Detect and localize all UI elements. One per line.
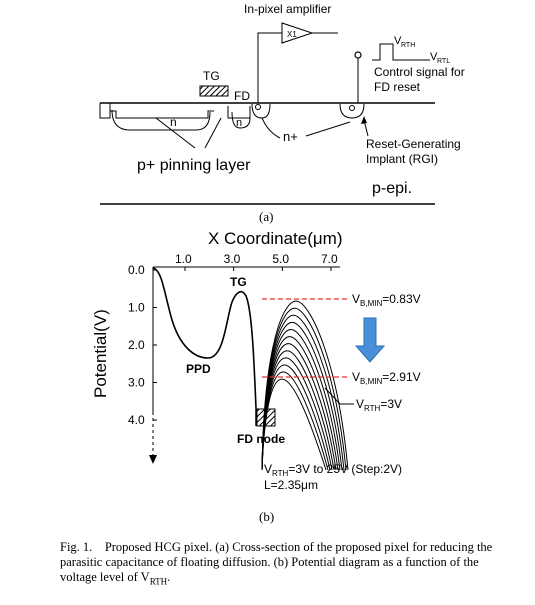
- reset-curve-family: [261, 300, 349, 471]
- y-axis-title: Potential(V): [91, 309, 110, 398]
- x-tick-label: 5.0: [272, 252, 289, 266]
- y-tick-label: 3.0: [128, 376, 145, 390]
- tg-gate: [199, 85, 229, 97]
- potential-diagram: X Coordinate(μm) 1.0 3.0 5.0 7.0 0.0 1.0 2.0 3…: [91, 229, 421, 524]
- pepi-label: p-epi.: [372, 180, 412, 197]
- rgi-implant: [339, 103, 365, 119]
- panel-b-label: (b): [259, 509, 274, 524]
- reset-terminal-icon: [354, 51, 362, 59]
- tg-label-a: TG: [203, 69, 220, 83]
- tg-label-b: TG: [230, 275, 247, 289]
- y-tick-label: 4.0: [128, 413, 145, 427]
- cross-section: In-pixel amplifier X1 V RTH V RTL Contro…: [99, 2, 465, 224]
- amp-input-wire: [257, 32, 282, 103]
- y-arrow-icon: [149, 455, 157, 464]
- rgi-contact-dot: [349, 105, 355, 111]
- control-signal-line1: Control signal for: [374, 65, 465, 79]
- fd-box: [227, 106, 251, 119]
- ppd-label: PPD: [186, 362, 211, 376]
- figure-caption: Fig. 1. Proposed HCG pixel. (a) Cross-se…: [60, 540, 508, 590]
- caption-end: .: [167, 570, 171, 584]
- sweep-label: VRTH=3V to 25V (Step:2V): [264, 462, 402, 478]
- caption-text: Proposed HCG pixel. (a) Cross-section of…: [60, 540, 493, 584]
- nplus-curve: [261, 117, 281, 139]
- panel-a-label: (a): [259, 209, 273, 224]
- pulse-icon: [372, 43, 430, 61]
- y-tick-label: 0.0: [128, 263, 145, 277]
- y-tick-label: 2.0: [128, 338, 145, 352]
- x-axis-title: X Coordinate(μm): [208, 229, 343, 248]
- vrth3-label: VRTH=3V: [356, 397, 402, 413]
- ppd-tg-curve: [152, 267, 257, 409]
- reset-curve: [261, 300, 349, 471]
- rgi-arrow-head: [361, 116, 367, 124]
- length-label: L=2.35μm: [264, 478, 318, 492]
- vrth-label: V: [394, 35, 402, 47]
- n-label-fd: n: [236, 117, 242, 129]
- vrth3-leader: [324, 387, 354, 405]
- amplifier-label: In-pixel amplifier: [244, 2, 331, 16]
- rgi-label-line2: Implant (RGI): [366, 152, 438, 166]
- pinning-layer-box: [110, 110, 214, 119]
- n-well-ppd: [111, 109, 211, 131]
- vrtl-sub: RTL: [437, 58, 450, 65]
- x-tick-label: 1.0: [175, 252, 192, 266]
- fd-node-label: FD node: [237, 432, 285, 446]
- pinning-layer-label: p+ pinning layer: [137, 157, 251, 174]
- vrtl-label: V: [430, 51, 438, 63]
- vbmin-bottom-label: VB,MIN=2.91V: [352, 370, 421, 386]
- caption-fig-label: Fig. 1.: [60, 540, 93, 554]
- fd-label: FD: [234, 89, 250, 103]
- down-arrow-icon: [354, 317, 386, 363]
- figure: In-pixel amplifier X1 V RTH V RTL Contro…: [91, 2, 465, 524]
- x-tick-label: 3.0: [224, 252, 241, 266]
- y-tick-label: 1.0: [128, 301, 145, 315]
- rgi-label-line1: Reset-Generating: [366, 137, 461, 151]
- fd-n-region: [231, 111, 251, 129]
- buffer-label: X1: [287, 30, 297, 39]
- pinning-pointer-1: [155, 117, 196, 149]
- nplus-label: n+: [283, 129, 298, 144]
- n-label-ppd: n: [170, 115, 177, 129]
- vrth-sub: RTH: [401, 42, 415, 49]
- x-tick-label: 7.0: [321, 252, 338, 266]
- control-signal-line2: FD reset: [374, 80, 421, 94]
- nplus-pointer: [305, 121, 351, 137]
- fd-contact: [251, 103, 271, 119]
- fd-contact-dot: [255, 104, 261, 110]
- pinning-pointer-2: [204, 117, 222, 149]
- vbmin-top-label: VB,MIN=0.83V: [352, 292, 421, 308]
- caption-sub: RTH: [149, 576, 168, 587]
- pinning-left-edge: [99, 103, 111, 119]
